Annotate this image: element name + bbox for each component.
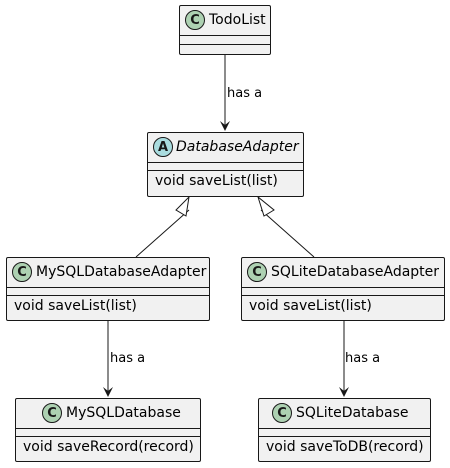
class-todolist[interactable]: C TodoList (179, 5, 271, 55)
class-stereotype-icon: C (12, 262, 32, 282)
class-stereotype-icon: C (247, 262, 267, 282)
class-name: MySQLDatabase (66, 405, 181, 421)
class-mysql-database[interactable]: C MySQLDatabase void saveRecord(record) (15, 398, 201, 462)
method-item: void saveList(list) (242, 295, 444, 317)
class-header: C SQLiteDatabaseAdapter (242, 258, 444, 287)
class-header: C SQLiteDatabase (259, 399, 430, 428)
relation-label-sqlite-db: has a (345, 351, 381, 366)
class-name: SQLiteDatabase (296, 405, 409, 421)
method-item: void saveToDB(record) (259, 436, 430, 458)
class-mysql-database-adapter[interactable]: C MySQLDatabaseAdapter void saveList(lis… (6, 257, 210, 321)
class-sqlite-database[interactable]: C SQLiteDatabase void saveToDB(record) (258, 398, 431, 462)
class-stereotype-icon: C (272, 403, 292, 423)
class-stereotype-icon: C (185, 10, 205, 30)
attributes-compartment (259, 428, 430, 436)
methods-compartment (180, 44, 270, 53)
method-item: void saveList(list) (7, 295, 209, 317)
class-name: DatabaseAdapter (176, 139, 299, 155)
relation-label-mysql-db: has a (110, 351, 146, 366)
attributes-compartment (16, 428, 200, 436)
class-name: MySQLDatabaseAdapter (36, 264, 207, 280)
class-stereotype-icon: C (42, 403, 62, 423)
class-database-adapter[interactable]: A DatabaseAdapter void saveList(list) (147, 132, 304, 197)
generalization-arrowhead-sqlite (257, 195, 275, 217)
class-header: C MySQLDatabase (16, 399, 200, 428)
generalization-arrowhead-mysql (175, 195, 190, 217)
relation-label-todolist-adapter: has a (227, 86, 263, 101)
class-sqlite-database-adapter[interactable]: C SQLiteDatabaseAdapter void saveList(li… (241, 257, 445, 321)
class-header: A DatabaseAdapter (148, 133, 303, 162)
attributes-compartment (242, 287, 444, 295)
method-item: void saveRecord(record) (16, 436, 200, 458)
attributes-compartment (7, 287, 209, 295)
generalization-line-sqlite (260, 209, 315, 258)
class-header: C TodoList (180, 6, 270, 35)
attributes-compartment (148, 162, 303, 170)
class-header: C MySQLDatabaseAdapter (7, 258, 209, 287)
method-item: void saveList(list) (148, 170, 303, 192)
attributes-compartment (180, 35, 270, 44)
class-name: SQLiteDatabaseAdapter (271, 264, 440, 280)
class-name: TodoList (209, 12, 266, 28)
abstract-stereotype-icon: A (153, 137, 173, 157)
generalization-line-mysql (135, 209, 190, 258)
